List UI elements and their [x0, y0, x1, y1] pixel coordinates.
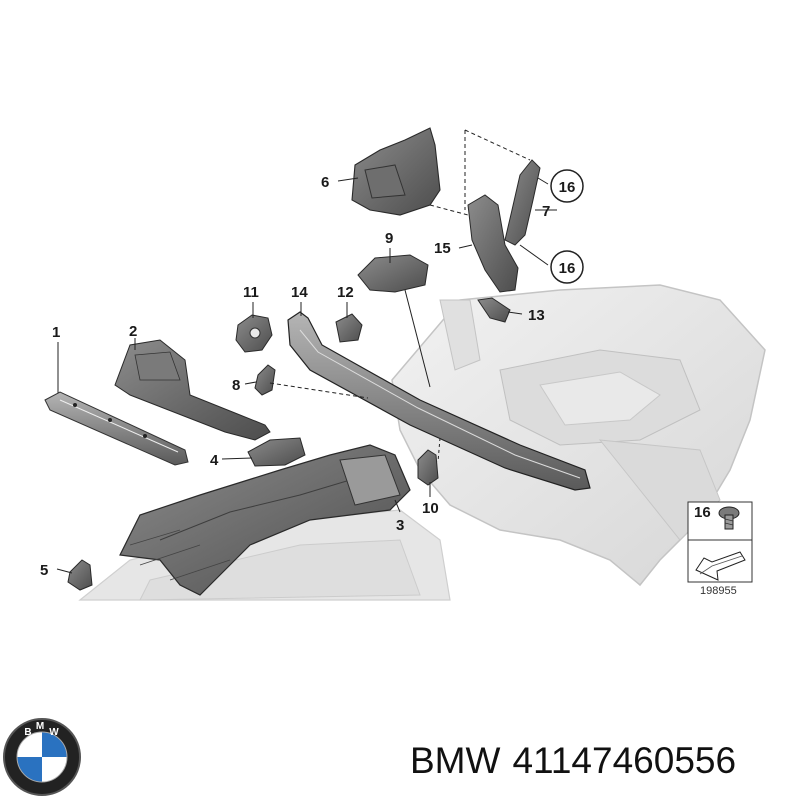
callout-4: 4 — [210, 452, 219, 469]
legend-part-number: 16 — [694, 504, 711, 521]
part-13-shape — [477, 297, 511, 323]
callout-10: 10 — [422, 500, 439, 517]
part-6-shape — [351, 127, 441, 216]
part-14-shape — [287, 311, 591, 491]
part-2-shape — [114, 339, 271, 441]
callout-3: 3 — [396, 517, 404, 534]
part-4-shape — [247, 437, 306, 467]
callout-1: 1 — [52, 324, 60, 341]
part-3-shape — [119, 444, 411, 596]
part-9-shape — [357, 254, 429, 293]
callout-8: 8 — [232, 377, 240, 394]
part-7-shape — [504, 159, 541, 246]
callout-11: 11 — [243, 284, 259, 301]
bmw-logo: BMW — [3, 718, 81, 796]
part-number: 41147460556 — [512, 740, 737, 781]
screw-icon — [718, 506, 740, 530]
callout-labels: 1 2 3 4 5 6 7 8 9 10 11 12 13 14 15 — [40, 174, 550, 579]
callout-2: 2 — [129, 323, 137, 340]
circled-callout-16-bottom: 16 — [559, 260, 576, 277]
callout-6: 6 — [321, 174, 329, 191]
callout-9: 9 — [385, 230, 393, 247]
callout-14: 14 — [291, 284, 308, 301]
reference-number: 198955 — [700, 585, 737, 597]
part-1-shape — [44, 391, 189, 466]
callout-15: 15 — [434, 240, 451, 257]
part-10-shape — [417, 449, 439, 486]
part-11-shape — [235, 314, 273, 353]
circled-callout-16-top: 16 — [559, 179, 576, 196]
part-12-shape — [335, 313, 363, 343]
logo-lettering: BMW — [24, 721, 59, 738]
part-caption: BMW 41147460556 — [410, 738, 795, 784]
callout-12: 12 — [337, 284, 354, 301]
part-5-shape — [67, 559, 93, 591]
legend-box: 16 198955 — [687, 501, 753, 597]
part-8-shape — [254, 364, 276, 396]
part-15-shape — [467, 194, 519, 293]
callout-7: 7 — [542, 203, 550, 220]
callout-5: 5 — [40, 562, 48, 579]
circled-callout-ring — [550, 250, 584, 284]
circled-callouts: 16 16 — [550, 169, 584, 284]
leader-lines — [56, 129, 557, 574]
brand-name: BMW — [410, 740, 501, 781]
direction-arrow-icon — [695, 551, 746, 581]
circled-callout-ring — [550, 169, 584, 203]
callout-13: 13 — [528, 307, 545, 324]
